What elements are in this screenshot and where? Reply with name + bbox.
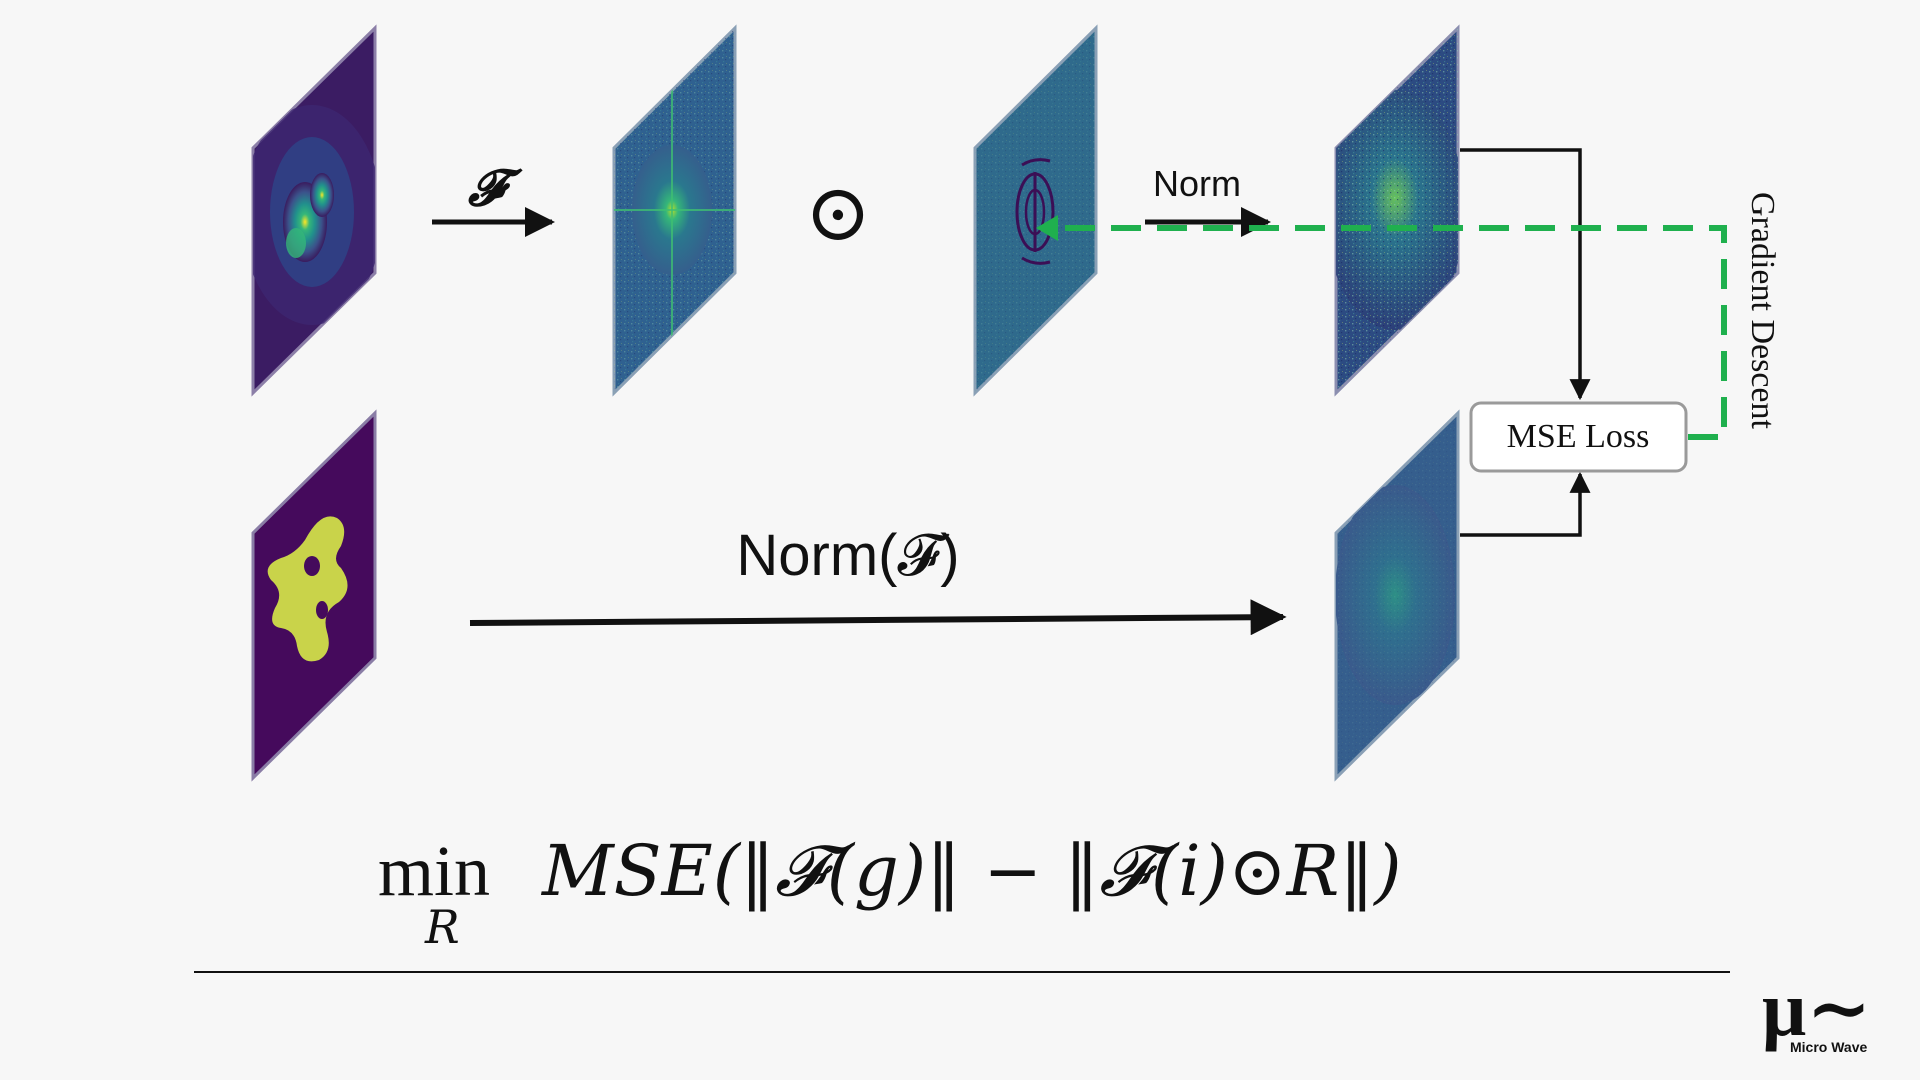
gradient-descent-arrowhead: [1036, 215, 1058, 241]
gradient-descent-path: [1058, 225, 1727, 440]
panel-product-norm: [1334, 24, 1460, 397]
norm-fourier-label: Norm(𝓕): [736, 523, 959, 588]
panel-target-fourier: [1334, 409, 1460, 782]
formula-body: MSE(‖𝓕(g)‖ − ‖𝓕(i)⊙R‖): [540, 830, 1402, 912]
micro-wave-logo: μ∼ Micro Wave: [1762, 965, 1872, 1055]
logo-text: Micro Wave: [1790, 1039, 1867, 1055]
panel-target-mask: [251, 409, 377, 782]
objective-formula: min R MSE(‖𝓕(g)‖ − ‖𝓕(i)⊙R‖): [378, 830, 1402, 954]
formula-min: min: [378, 831, 490, 911]
arrow-norm-fourier: [469, 599, 1287, 636]
gradient-descent-label: Gradient Descent: [1744, 192, 1781, 430]
formula-subscript: R: [424, 900, 460, 954]
connector-target-to-loss: [1460, 471, 1591, 537]
panel-fourier-transform: [612, 24, 737, 397]
mse-loss-box: MSE Loss: [1469, 401, 1688, 473]
norm-label: Norm: [1153, 163, 1241, 204]
panel-input-intensity: [251, 24, 377, 397]
logo-symbol: μ∼: [1762, 965, 1872, 1052]
connector-product-to-loss: [1460, 148, 1591, 401]
fourier-symbol: 𝓕: [467, 158, 523, 217]
hadamard-symbol: ⊙: [804, 166, 871, 259]
mse-loss-label: MSE Loss: [1507, 418, 1650, 455]
panel-pupil-r: [973, 24, 1098, 397]
